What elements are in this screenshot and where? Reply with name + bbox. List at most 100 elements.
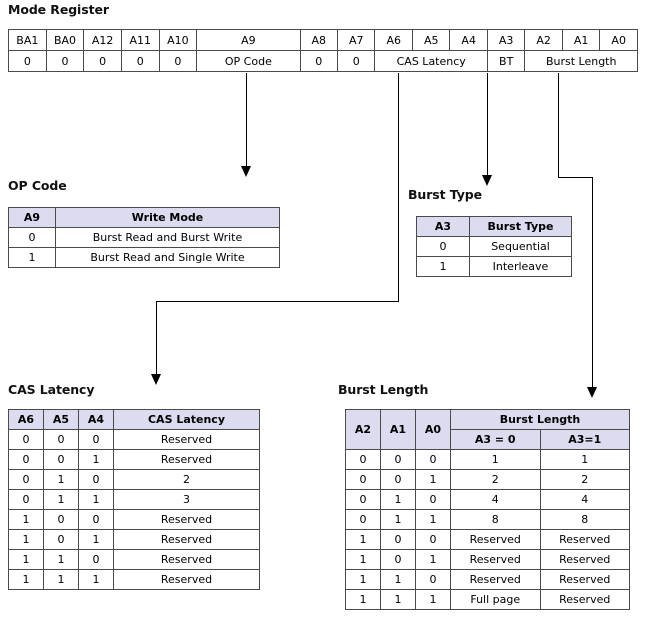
burst-length-cell-2-4: 4 xyxy=(539,489,630,510)
cas-latency-cell-3-1: 1 xyxy=(43,489,79,510)
burst-length-bit-header-0: A2 xyxy=(345,409,381,450)
mode-register-bit-a12: A12 xyxy=(83,29,122,51)
mode-register-bit-a8: A8 xyxy=(299,29,339,51)
cas-latency-cell-1-2: 1 xyxy=(78,449,114,470)
mode-register-bit-a2: A2 xyxy=(524,29,563,51)
mode-register-bit-a3: A3 xyxy=(486,29,526,51)
burst-length-cell-4-4: Reserved xyxy=(539,529,630,550)
connector-bursttype-line xyxy=(487,73,489,177)
cas-latency-header-0: A6 xyxy=(8,409,44,430)
cas-latency-cell-5-1: 0 xyxy=(43,529,79,550)
cas-latency-cell-2-0: 0 xyxy=(8,469,44,490)
burst-type-cell-0-1: Sequential xyxy=(469,236,572,257)
cas-latency-cell-6-1: 1 xyxy=(43,549,79,570)
burst-length-cell-3-2: 1 xyxy=(415,509,451,530)
connector-burstlength-line-across xyxy=(558,177,593,179)
burst-type-header-0: A3 xyxy=(416,216,470,237)
burst-type-header-1: Burst Type xyxy=(469,216,572,237)
burst-length-cell-6-4: Reserved xyxy=(539,569,630,590)
connector-burstlength-arrow xyxy=(587,387,597,398)
mode-register-bit-a10: A10 xyxy=(158,29,198,51)
op-code-cell-0-1: Burst Read and Burst Write xyxy=(55,227,280,248)
cas-latency-cell-4-1: 0 xyxy=(43,509,79,530)
cas-latency-header-1: A5 xyxy=(43,409,79,430)
cas-latency-cell-0-3: Reserved xyxy=(113,429,260,450)
burst-length-cell-2-0: 0 xyxy=(345,489,381,510)
cas-latency-cell-6-3: Reserved xyxy=(113,549,260,570)
cas-latency-cell-3-2: 1 xyxy=(78,489,114,510)
burst-length-cell-5-0: 1 xyxy=(345,549,381,570)
burst-length-cell-5-2: 1 xyxy=(415,549,451,570)
mode-register-bit-ba1: BA1 xyxy=(8,29,47,51)
mode-register-value-7: 0 xyxy=(336,50,376,72)
burst-length-cell-1-2: 1 xyxy=(415,469,451,490)
cas-latency-cell-0-2: 0 xyxy=(78,429,114,450)
burst-length-cell-7-4: Reserved xyxy=(539,589,630,610)
cas-latency-cell-5-0: 1 xyxy=(8,529,44,550)
mode-register-bit-a5: A5 xyxy=(411,29,451,51)
cas-latency-cell-6-0: 1 xyxy=(8,549,44,570)
burst-length-cell-0-3: 1 xyxy=(450,449,541,470)
burst-length-cell-7-2: 1 xyxy=(415,589,451,610)
cas-latency-cell-1-3: Reserved xyxy=(113,449,260,470)
op-code-heading: OP Code xyxy=(8,178,67,193)
connector-cas-arrow xyxy=(151,374,161,385)
burst-length-cell-3-3: 8 xyxy=(450,509,541,530)
connector-cas-line-across xyxy=(156,301,399,303)
mode-register-value-3: 0 xyxy=(120,50,160,72)
cas-latency-cell-7-0: 1 xyxy=(8,569,44,590)
op-code-header-1: Write Mode xyxy=(55,207,280,228)
cas-latency-cell-1-1: 0 xyxy=(43,449,79,470)
burst-type-cell-1-0: 1 xyxy=(416,256,470,277)
cas-latency-cell-0-0: 0 xyxy=(8,429,44,450)
cas-latency-header-2: A4 xyxy=(78,409,114,430)
burst-length-sub-header-0: A3 = 0 xyxy=(450,429,541,450)
burst-length-cell-3-1: 1 xyxy=(380,509,416,530)
burst-length-cell-5-4: Reserved xyxy=(539,549,630,570)
burst-length-cell-0-0: 0 xyxy=(345,449,381,470)
mode-register-value-9: BT xyxy=(486,50,526,72)
op-code-cell-1-0: 1 xyxy=(8,247,56,268)
burst-length-cell-0-2: 0 xyxy=(415,449,451,470)
mode-register-value-4: 0 xyxy=(158,50,198,72)
burst-length-cell-4-1: 0 xyxy=(380,529,416,550)
cas-latency-cell-4-3: Reserved xyxy=(113,509,260,530)
burst-type-cell-1-1: Interleave xyxy=(469,256,572,277)
cas-latency-heading: CAS Latency xyxy=(8,382,95,397)
cas-latency-cell-6-2: 0 xyxy=(78,549,114,570)
mode-register-value-0: 0 xyxy=(8,50,47,72)
connector-opcode-line xyxy=(246,73,248,168)
mode-register-bit-a9: A9 xyxy=(196,29,301,51)
burst-length-cell-1-0: 0 xyxy=(345,469,381,490)
burst-type-cell-0-0: 0 xyxy=(416,236,470,257)
cas-latency-header-3: CAS Latency xyxy=(113,409,260,430)
burst-length-cell-2-2: 0 xyxy=(415,489,451,510)
mode-register-bit-a4: A4 xyxy=(449,29,488,51)
burst-length-heading: Burst Length xyxy=(338,382,429,397)
